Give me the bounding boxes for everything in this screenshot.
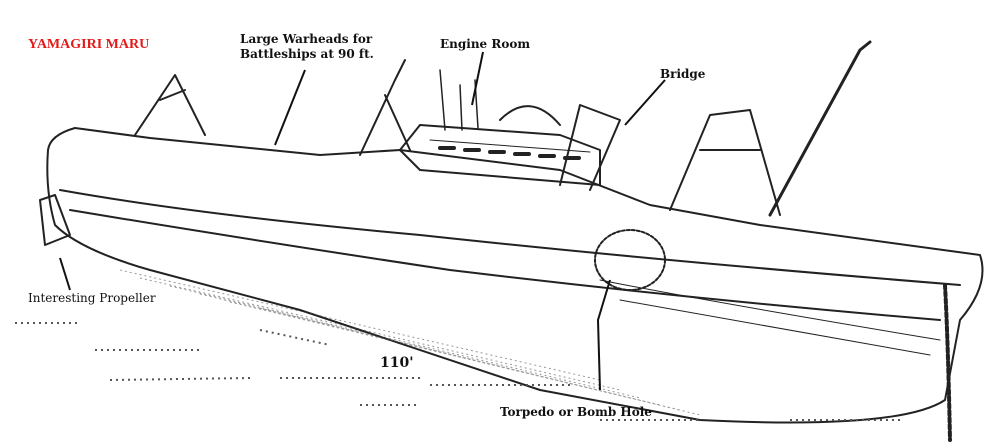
label-engine-room: Engine Room [440,37,531,51]
leader-lines [59,51,666,391]
bomb-hole [594,229,666,291]
label-warheads-line1: Large Warheads for [240,32,373,46]
fore-mast [768,40,872,217]
ship-hull [46,127,984,424]
label-propeller: Interesting Propeller [28,291,156,305]
mid-mast [359,59,411,156]
label-bridge: Bridge [660,67,706,81]
hull-shading [119,269,701,416]
label-warheads: Large Warheads for Battleships at 90 ft. [240,32,374,62]
label-warheads-line2: Battleships at 90 ft. [240,47,374,61]
aft-crane [134,74,206,136]
fore-crane [669,109,781,216]
label-length: 110' [380,355,414,371]
sea-floor [15,322,900,421]
propeller [39,194,71,246]
superstructure [399,124,601,186]
wreck-title: YAMAGIRI MARU [28,37,150,52]
bridge-crane [559,104,621,191]
label-bomb-hole: Torpedo or Bomb Hole [500,405,652,419]
anchor-chain [943,283,952,442]
